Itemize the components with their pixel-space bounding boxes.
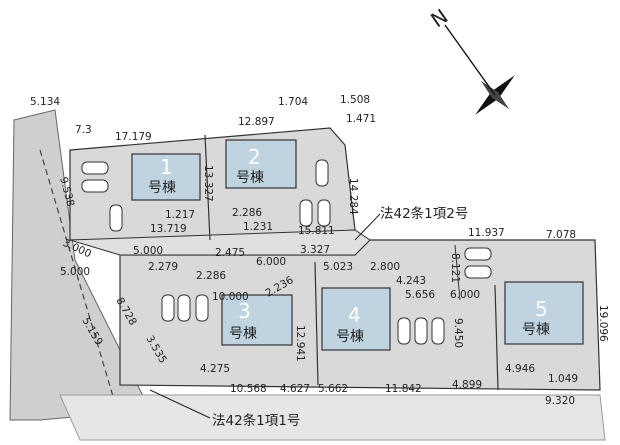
building-3 [221, 294, 293, 346]
dim-label: 1.471 [346, 113, 376, 125]
dim-label: 2.286 [196, 270, 226, 282]
car-icon [81, 161, 109, 175]
car-icon [397, 317, 411, 345]
dim-label: 1.231 [243, 221, 273, 233]
bottom-road [59, 394, 606, 441]
car-icon [81, 179, 109, 193]
dim-label: 1.508 [340, 94, 370, 106]
dim-label: 10.000 [212, 291, 249, 303]
lot-divider-3-4 [314, 261, 319, 386]
building-5-number: 5 [535, 297, 548, 321]
dim-label: 5.023 [323, 261, 353, 273]
car-icon [315, 159, 329, 187]
lot-divider-1-2 [204, 134, 211, 241]
car-icon [317, 199, 331, 227]
dim-label: 10.568 [230, 383, 267, 395]
building-4 [321, 287, 391, 351]
building-2 [225, 139, 297, 189]
car-icon [414, 317, 428, 345]
lot-divider-parking [454, 244, 461, 301]
building-2-number: 2 [248, 145, 261, 169]
compass-north: N [426, 4, 452, 32]
car-icon [177, 294, 191, 322]
car-icon [464, 265, 492, 279]
building-3-label: 号棟 [229, 326, 257, 342]
road-label-bottom-leader [149, 389, 211, 419]
building-5 [504, 281, 584, 345]
building-2-label: 号棟 [236, 170, 264, 186]
dim-label: 5.656 [405, 289, 435, 301]
dim-label: 12.897 [238, 116, 275, 128]
dim-label: 4.627 [280, 383, 310, 395]
parking-cars [81, 159, 492, 345]
dim-label: 13.327 [202, 165, 214, 202]
car-icon [161, 294, 175, 322]
dim-label: 5.134 [30, 96, 60, 108]
dim-label: 9.320 [545, 395, 575, 407]
car-icon [464, 247, 492, 261]
dim-label: 4.275 [200, 363, 230, 375]
dim-label: 2.279 [148, 261, 178, 273]
car-icon [195, 294, 209, 322]
road-label-bottom: 法42条1項1号 [212, 412, 300, 429]
dim-label: 4.243 [396, 275, 426, 287]
dim-label: 4.899 [452, 379, 482, 391]
dim-label: 5.000 [60, 266, 90, 278]
dim-label: 1.049 [548, 373, 578, 385]
road-centerline [39, 149, 121, 421]
dim-label: 2.800 [370, 261, 400, 273]
building-1-label: 号棟 [148, 180, 176, 196]
dim-label: 1.217 [165, 209, 195, 221]
dim-label: 5.000 [133, 245, 163, 257]
dim-label: 19.096 [597, 305, 609, 342]
car-icon [109, 204, 123, 232]
dim-label: 15.811 [298, 225, 335, 237]
dim-label: 7.3 [75, 124, 92, 136]
road-label-top-leader [354, 213, 381, 241]
dim-label: 11.842 [385, 383, 422, 395]
dim-label: 7.078 [546, 229, 576, 241]
dim-label: 5.662 [318, 383, 348, 395]
car-icon [431, 317, 445, 345]
building-1-number: 1 [160, 155, 173, 179]
dim-label: 6.000 [450, 289, 480, 301]
building-3-number: 3 [238, 299, 251, 323]
compass-needle [444, 24, 496, 96]
road-label-top: 法42条1項2号 [380, 205, 468, 222]
lot-divider-4-5 [494, 284, 499, 391]
compass-rose: N [426, 4, 515, 115]
car-icon [299, 199, 313, 227]
building-4-label: 号棟 [336, 329, 364, 345]
dim-label: 12.941 [294, 325, 306, 362]
dim-label: 1.704 [278, 96, 308, 108]
dim-label: 2.475 [215, 247, 245, 259]
dim-label: 11.937 [468, 227, 505, 239]
dim-label: 3.327 [300, 244, 330, 256]
dim-label: 14.284 [347, 178, 359, 215]
dim-label: 2.286 [232, 207, 262, 219]
dim-label: 6.000 [256, 256, 286, 268]
building-5-label: 号棟 [522, 322, 550, 338]
dim-label: 13.719 [150, 223, 187, 235]
building-4-number: 4 [348, 303, 361, 327]
dim-label: 8.121 [449, 253, 461, 283]
dim-label: 9.450 [452, 318, 464, 348]
dim-label: 17.179 [115, 131, 152, 143]
access-corridor [69, 229, 371, 256]
building-1 [131, 153, 201, 201]
dim-label: 4.946 [505, 363, 535, 375]
